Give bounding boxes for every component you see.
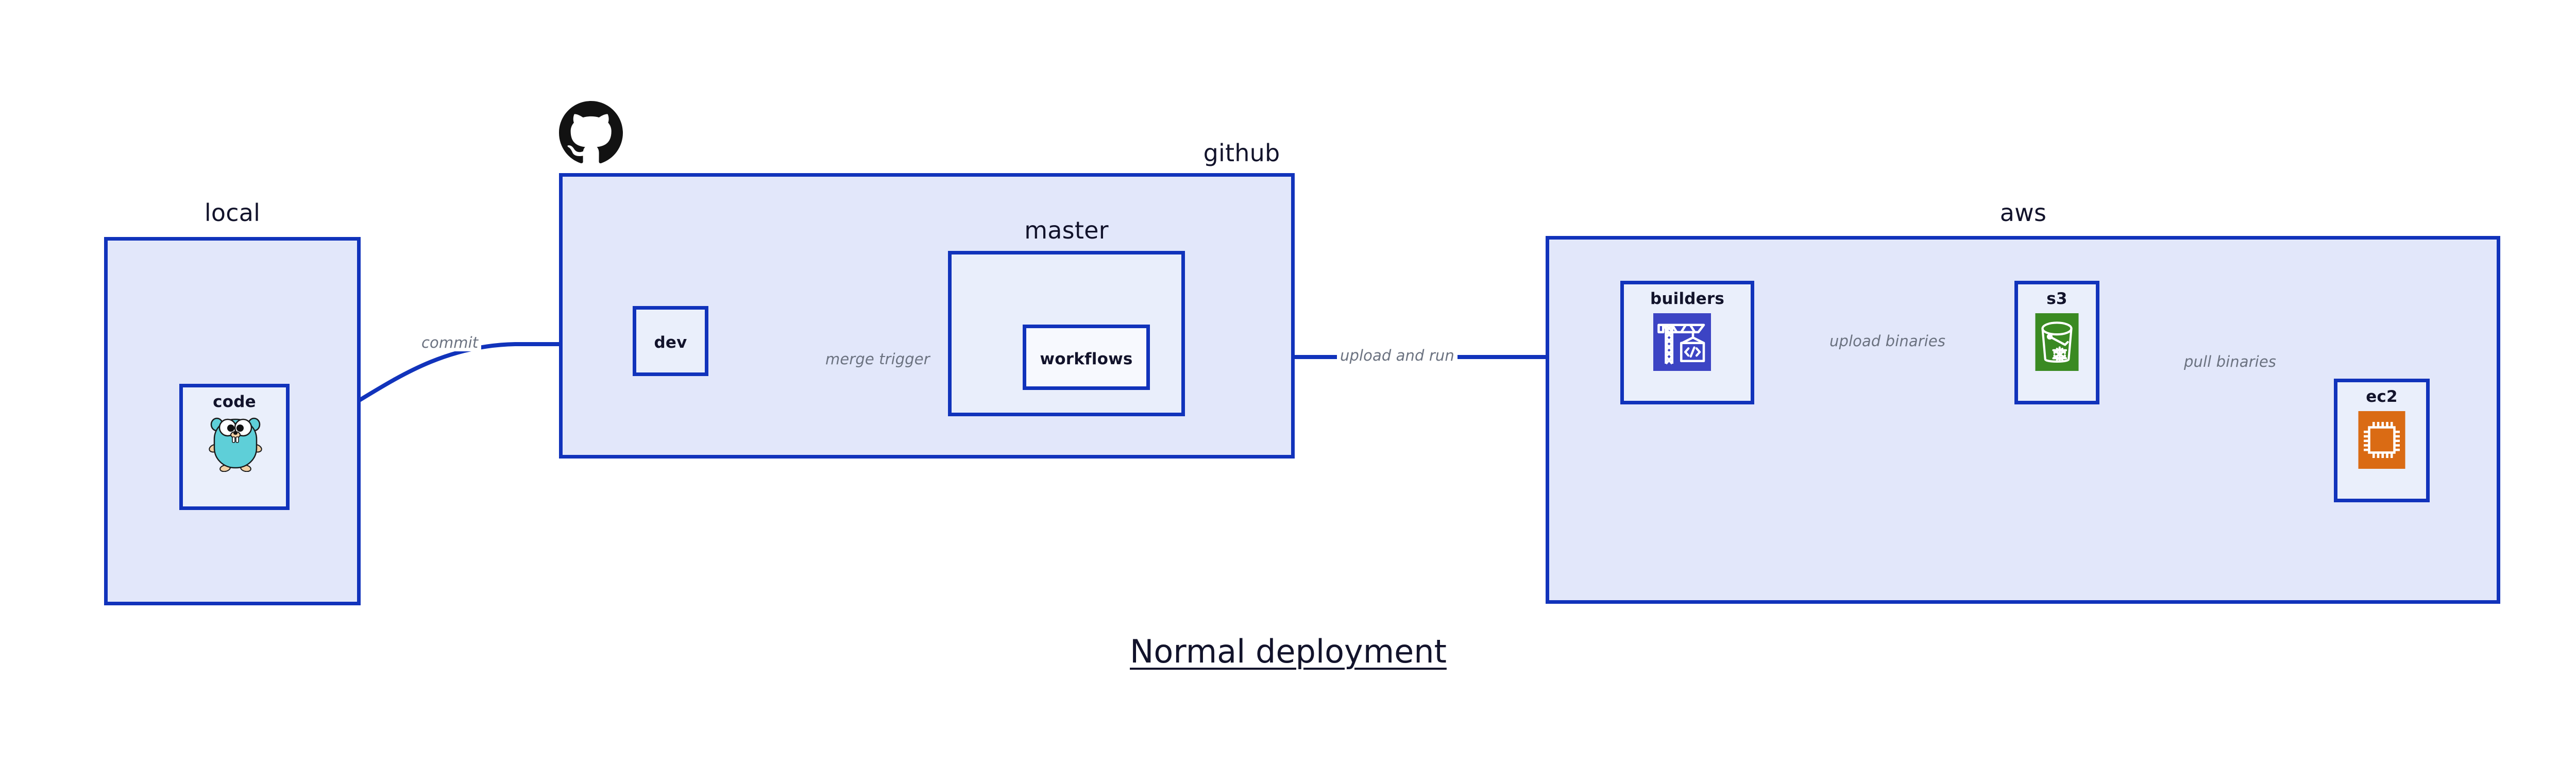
aws-s3-bucket-icon <box>2035 313 2079 371</box>
aws-codebuild-crane-icon <box>1653 313 1711 371</box>
group-label-master: master <box>1024 216 1109 244</box>
node-workflows[interactable] <box>1023 325 1150 390</box>
node-label-s3: s3 <box>2046 290 2067 308</box>
github-octocat-logo <box>559 101 623 163</box>
edge-label-upload-and-run: upload and run <box>1337 347 1458 364</box>
edge-label-pull-binaries: pull binaries <box>2181 353 2279 370</box>
aws-ec2-chip-icon <box>2358 411 2405 469</box>
edge-label-commit: commit <box>418 334 482 351</box>
node-label-dev: dev <box>654 333 687 352</box>
go-gopher-icon <box>209 417 262 472</box>
node-dev[interactable] <box>633 306 708 376</box>
group-label-aws: aws <box>1999 199 2047 227</box>
node-label-builders: builders <box>1650 290 1725 308</box>
edge-label-merge-trigger: merge trigger <box>822 350 933 368</box>
node-label-code: code <box>213 393 256 411</box>
diagram-title: Normal deployment <box>1130 633 1447 670</box>
group-label-github: github <box>1203 139 1280 167</box>
group-label-local: local <box>204 199 261 227</box>
node-label-workflows: workflows <box>1040 350 1133 368</box>
node-code[interactable] <box>179 384 290 510</box>
edge-label-upload-binaries: upload binaries <box>1826 332 1949 350</box>
node-label-ec2: ec2 <box>2366 387 2398 406</box>
